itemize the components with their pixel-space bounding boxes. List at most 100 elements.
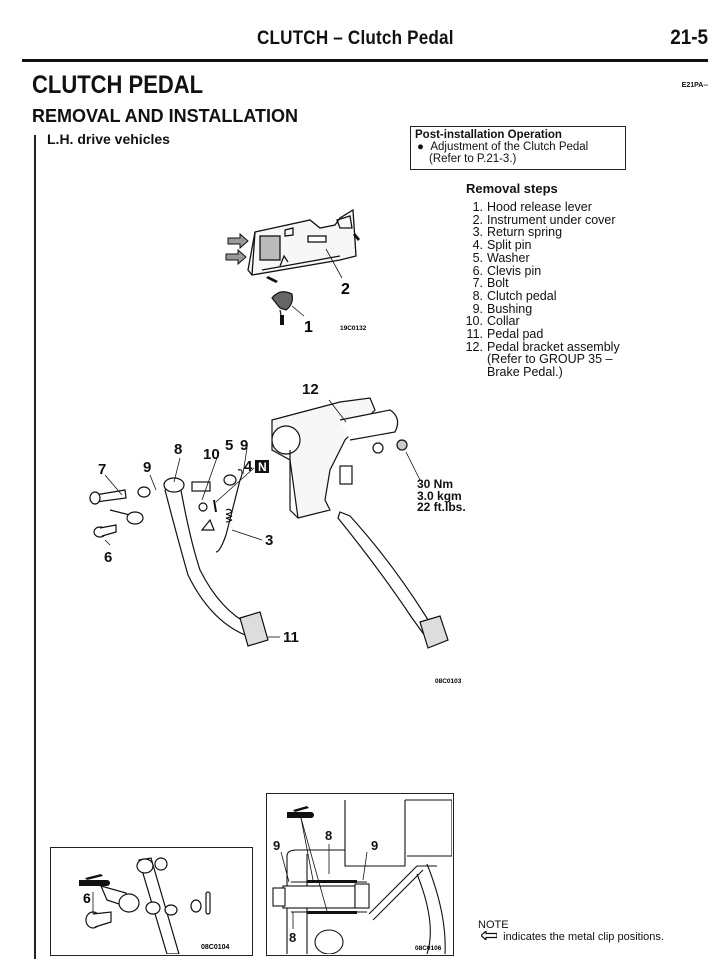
list-item: 1. Hood release lever — [462, 201, 620, 214]
figure-code: 19C0132 — [340, 325, 367, 332]
callout-label: 9 — [371, 838, 378, 853]
list-item: 7. Bolt — [462, 277, 620, 290]
step-number: 8. — [472, 288, 483, 303]
post-installation-item-text: Adjustment of the Clutch Pedal — [430, 141, 589, 153]
figure-bushing-inset: 9 8 9 8 08C0106 — [266, 793, 454, 956]
figure-clutch-pedal-exploded: 12 8 10 5 9 7 9 4 3 6 11 N 08C0103 — [89, 381, 462, 685]
step-number: 1. — [472, 200, 483, 214]
list-item-continuation: (Refer to GROUP 35 – — [487, 352, 613, 367]
list-item: 8. Clutch pedal — [462, 290, 620, 303]
vent-grille — [259, 235, 281, 261]
metal-clip-icon — [79, 874, 110, 886]
callout-label: 9 — [273, 838, 280, 853]
hood-release-lever — [271, 291, 293, 321]
list-item: 9. Bushing — [462, 301, 620, 316]
new-part-badge — [255, 460, 269, 473]
callout-label: 4 — [244, 458, 253, 475]
list-item: 12. Pedal bracket assembly — [462, 341, 620, 354]
step-number: 2. — [472, 212, 483, 227]
list-item: 5. Washer — [462, 252, 620, 265]
applicability-label: L.H. drive vehicles — [47, 131, 170, 147]
page-number: 21-5 — [670, 26, 708, 49]
callout-label: 8 — [289, 930, 296, 945]
torque-spec: 30 Nm 3.0 kgm 22 ft.lbs. — [417, 477, 466, 514]
callout-label: 11 — [283, 629, 299, 646]
list-item: 10. Collar — [462, 315, 620, 328]
post-installation-item: ● Adjustment of the Clutch Pedal — [415, 141, 621, 153]
header-rule — [22, 59, 708, 62]
note-title: NOTE — [478, 919, 509, 931]
step-label: Bushing — [487, 301, 533, 316]
step-label: Pedal bracket assembly — [487, 339, 620, 354]
list-item: 4. Split pin — [462, 239, 620, 252]
new-part-badge-label: N — [258, 460, 267, 474]
step-number: 6. — [472, 263, 483, 278]
step-label: Instrument under cover — [487, 212, 616, 227]
callout-label: 10 — [203, 446, 220, 463]
list-item-continuation: Brake Pedal.) — [487, 365, 563, 380]
figure-clevis-pin-inset: 6 08C0104 — [50, 847, 253, 956]
post-installation-box: Post-installation Operation ● Adjustment… — [410, 126, 626, 170]
step-label: Hood release lever — [487, 200, 592, 214]
removal-steps-list: 1. Hood release lever 2. Instrument under … — [462, 201, 620, 379]
torque-nm: 30 Nm — [417, 477, 454, 491]
list-item: 11. Pedal pad — [462, 328, 620, 341]
removal-steps-title: Removal steps — [466, 181, 558, 196]
clip-arrow-icon — [225, 232, 249, 266]
step-label: Washer — [487, 250, 530, 265]
metal-clip-icon — [287, 806, 314, 818]
step-label: Pedal pad — [487, 327, 544, 342]
step-number: 4. — [472, 238, 483, 253]
section-code: E21PA-- — [681, 82, 708, 89]
brake-pedal-arm — [337, 511, 436, 637]
callout-label: 5 — [225, 437, 233, 454]
step-number: 9. — [472, 301, 483, 316]
running-header-title: CLUTCH – Clutch Pedal — [257, 28, 454, 49]
list-item: 3. Return spring — [462, 226, 620, 239]
section-subtitle: REMOVAL AND INSTALLATION — [32, 106, 298, 126]
section-title: CLUTCH PEDAL — [32, 71, 204, 99]
arrow-left-icon — [480, 929, 498, 942]
list-item: 2. Instrument under cover — [462, 212, 620, 227]
note-text: indicates the metal clip positions. — [503, 931, 664, 943]
step-number: 3. — [472, 225, 483, 240]
change-bar — [34, 135, 36, 959]
clutch-pedal-pad — [239, 611, 269, 647]
callout-label: 9 — [143, 459, 151, 476]
note: NOTE indicates the metal clip positions. — [478, 919, 664, 943]
bullet-icon: ● — [417, 141, 424, 153]
step-label: Collar — [487, 314, 520, 329]
step-number: 12. — [465, 339, 483, 354]
step-label: Bolt — [487, 276, 509, 291]
step-number: 10. — [465, 314, 483, 329]
step-label: Split pin — [487, 238, 532, 253]
figure-code: 08C0106 — [415, 945, 442, 952]
callout-label: 8 — [174, 441, 182, 458]
post-installation-reference: (Refer to P.21-3.) — [429, 153, 517, 165]
callout-label: 1 — [304, 319, 313, 336]
step-number: 7. — [472, 276, 483, 291]
callout-label: 12 — [302, 381, 319, 398]
brake-pedal-pad — [419, 615, 449, 649]
figure-code: 08C0103 — [435, 678, 462, 685]
callout-label: 6 — [83, 890, 91, 906]
step-label: Return spring — [487, 225, 563, 240]
callout-label: 6 — [104, 549, 112, 566]
step-number: 11. — [466, 327, 483, 342]
step-number: 5. — [472, 250, 483, 265]
list-item: 6. Clevis pin — [462, 263, 620, 278]
callout-label: 9 — [240, 437, 248, 454]
callout-label: 8 — [325, 828, 332, 843]
post-installation-title: Post-installation Operation — [415, 129, 562, 141]
switch-slot — [307, 235, 327, 243]
torque-ftlbs: 22 ft.lbs. — [417, 500, 466, 514]
step-label: Clutch pedal — [487, 288, 557, 303]
note-body: indicates the metal clip positions. — [478, 929, 664, 943]
callout-label: 7 — [98, 461, 106, 478]
callout-label: 2 — [341, 281, 350, 298]
step-label: Clevis pin — [487, 263, 542, 278]
callout-label: 3 — [265, 532, 273, 549]
return-spring — [215, 469, 243, 553]
figure-code: 08C0104 — [201, 944, 230, 951]
figure-instrument-under-cover: 1 2 19C0132 — [225, 208, 367, 336]
